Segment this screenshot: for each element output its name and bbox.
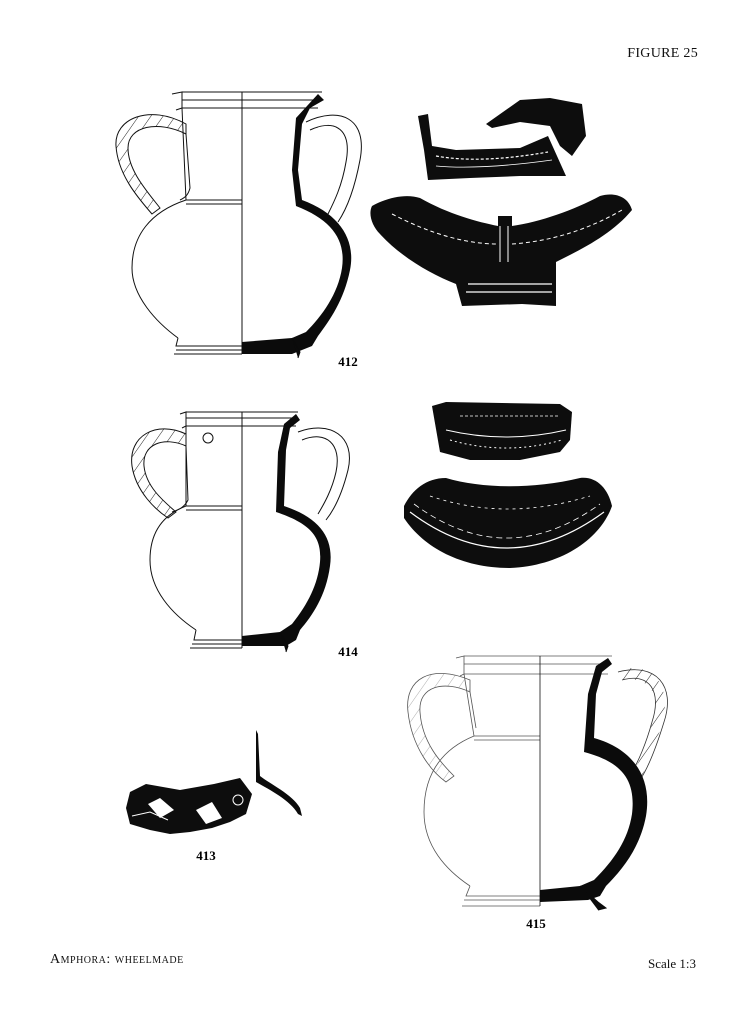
catalogue-number-413: 413 bbox=[196, 848, 216, 863]
plate-caption: Amphora: wheelmade bbox=[50, 952, 184, 967]
sherds-414 bbox=[404, 402, 612, 568]
scale-label: Scale 1:3 bbox=[647, 956, 696, 971]
vessel-414-section bbox=[242, 414, 331, 646]
vessel-412-section bbox=[242, 94, 352, 354]
vessel-415-profile bbox=[407, 655, 668, 907]
vessel-412-profile bbox=[115, 91, 362, 355]
sherds-412 bbox=[370, 98, 632, 306]
catalogue-number-412: 412 bbox=[338, 354, 358, 369]
fragment-413 bbox=[126, 730, 302, 834]
figure-label: FIGURE 25 bbox=[627, 46, 698, 61]
vessel-414-profile bbox=[131, 411, 350, 649]
catalogue-number-414: 414 bbox=[338, 644, 358, 659]
catalogue-number-415: 415 bbox=[526, 916, 546, 931]
vessel-415-section bbox=[540, 658, 648, 902]
